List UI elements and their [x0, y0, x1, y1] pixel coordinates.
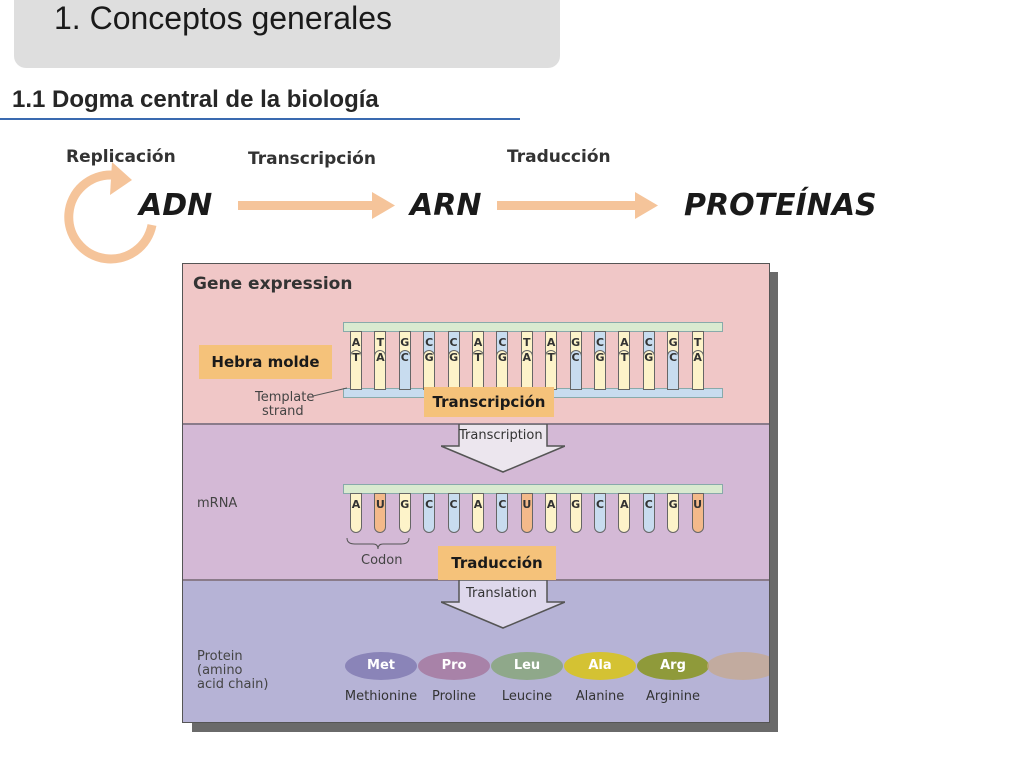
nucleotide-base: C	[667, 350, 680, 390]
callout-translation: Traducción	[438, 546, 556, 580]
nucleotide-base: G	[496, 350, 509, 390]
amino-acid-arg: Arg	[637, 652, 709, 680]
translation-arrowhead	[635, 192, 658, 219]
nucleotide-base: U	[520, 493, 533, 533]
nucleotide-base: T	[350, 350, 362, 390]
amino-acid-faded	[707, 652, 769, 680]
amino-acid-name: Methionine	[344, 689, 418, 704]
transcription-big-arrow	[441, 424, 565, 473]
nucleotide-base: A	[545, 493, 558, 533]
nucleotide-base: G	[447, 350, 460, 390]
nucleotide-base: A	[374, 350, 387, 390]
page-title: 1. Conceptos generales	[54, 0, 392, 36]
protein-label-line1: Protein	[197, 649, 243, 664]
nucleotide-base: G	[423, 350, 436, 390]
nucleotide-base: T	[618, 350, 631, 390]
nucleotide-base: T	[545, 350, 558, 390]
amino-acid-pro: Pro	[418, 652, 490, 680]
codon-label: Codon	[361, 553, 403, 568]
dna-label: ADN	[139, 188, 213, 223]
amino-acid-leu: Leu	[491, 652, 563, 680]
nucleotide-base: U	[374, 493, 387, 533]
transcription-label: Transcripción	[248, 149, 376, 169]
transcription-arrow-label: Transcription	[459, 428, 543, 443]
replication-label: Replicación	[66, 147, 176, 167]
template-strand-line2: strand	[262, 404, 304, 419]
translation-arrow-label: Translation	[466, 586, 537, 601]
mrna-backbone	[343, 484, 723, 494]
nucleotide-base: G	[642, 350, 655, 390]
nucleotide-base: U	[691, 493, 704, 533]
callout-transcription: Transcripción	[424, 387, 554, 417]
nucleotide-base: A	[350, 493, 362, 533]
nucleotide-base: A	[618, 493, 631, 533]
template-strand-pointer	[313, 387, 348, 397]
nucleotide-base: G	[667, 493, 680, 533]
template-strand-label: Template strand	[255, 391, 314, 419]
transcription-arrowhead	[372, 192, 395, 219]
translation-big-arrow	[441, 580, 565, 629]
amino-acid-name: Proline	[431, 689, 477, 704]
nucleotide-base: C	[594, 493, 606, 533]
amino-acid-name: Leucine	[501, 689, 553, 704]
subtitle-underline	[0, 118, 520, 120]
top-backbone	[343, 322, 723, 332]
nucleotide-base: T	[472, 350, 484, 390]
callout-template-strand: Hebra molde	[199, 345, 332, 379]
nucleotide-base: A	[520, 350, 533, 390]
nucleotide-base: C	[398, 350, 411, 390]
protein-label: Protein (amino acid chain)	[197, 650, 268, 692]
nucleotide-base: G	[594, 350, 606, 390]
protein-label-line3: acid chain)	[197, 677, 269, 692]
amino-acid-met: Met	[345, 652, 417, 680]
replication-arrowhead	[110, 162, 132, 195]
flow-diagram	[64, 162, 658, 264]
section-subtitle: 1.1 Dogma central de la biología	[12, 86, 379, 113]
nucleotide-base: A	[691, 350, 704, 390]
translation-label: Traducción	[507, 147, 611, 167]
protein-label-line2: (amino	[197, 663, 243, 678]
transcription-arrow-shaft	[238, 201, 376, 210]
nucleotide-base: C	[496, 493, 509, 533]
nucleotide-base: A	[472, 493, 484, 533]
nucleotide-base: C	[423, 493, 436, 533]
replication-cycle-arrow	[64, 170, 157, 264]
mrna-label: mRNA	[197, 496, 238, 511]
figure-heading: Gene expression	[193, 274, 353, 294]
translation-arrow-shaft	[497, 201, 639, 210]
nucleotide-base: G	[569, 493, 582, 533]
nucleotide-base: G	[398, 493, 411, 533]
amino-acid-name: Alanine	[575, 689, 625, 704]
amino-acid-name: Arginine	[646, 689, 700, 704]
rna-label: ARN	[410, 188, 482, 223]
codon-bracket	[346, 537, 410, 550]
nucleotide-base: C	[642, 493, 655, 533]
nucleotide-base: C	[447, 493, 460, 533]
title-banner: 1. Conceptos generales	[14, 0, 560, 68]
amino-acid-ala: Ala	[564, 652, 636, 680]
proteins-label: PROTEÍNAS	[684, 188, 877, 223]
nucleotide-base: C	[569, 350, 582, 390]
template-strand-line1: Template	[255, 390, 315, 405]
